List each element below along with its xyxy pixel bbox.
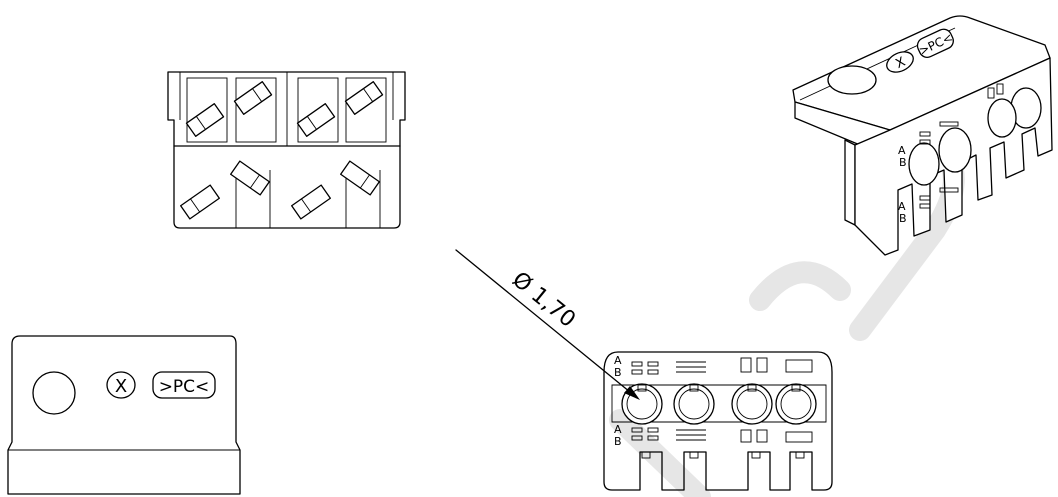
- iso-row-b-upper: B: [899, 156, 907, 169]
- connector-top-view: [167, 71, 406, 229]
- dimension-arrow-icon: [624, 386, 640, 400]
- connector-front-view: A B A B: [603, 351, 833, 491]
- front-row-b-lower: B: [614, 435, 622, 448]
- side-x-mark-label: X: [115, 376, 127, 397]
- front-row-a-lower: A: [614, 423, 622, 436]
- iso-row-a-lower: A: [898, 200, 906, 213]
- connector-isometric-view: X >PC< A B A B: [792, 15, 1053, 256]
- side-pc-mark-label: >PC<: [159, 377, 210, 397]
- iso-row-b-lower: B: [899, 212, 907, 225]
- top-hole-icon: [827, 65, 877, 95]
- x-mark-icon: [886, 51, 914, 73]
- side-hole-icon: [32, 371, 76, 415]
- connector-side-view: X >PC<: [7, 335, 241, 495]
- side-pc-mark-badge: [152, 371, 216, 399]
- pc-mark-badge: [916, 28, 954, 58]
- side-x-mark-icon: [106, 371, 136, 399]
- front-row-b-upper: B: [614, 366, 622, 379]
- front-row-a-upper: A: [614, 354, 622, 367]
- iso-row-a-upper: A: [898, 144, 906, 157]
- diameter-dimension: Ø 1,70: [455, 249, 640, 400]
